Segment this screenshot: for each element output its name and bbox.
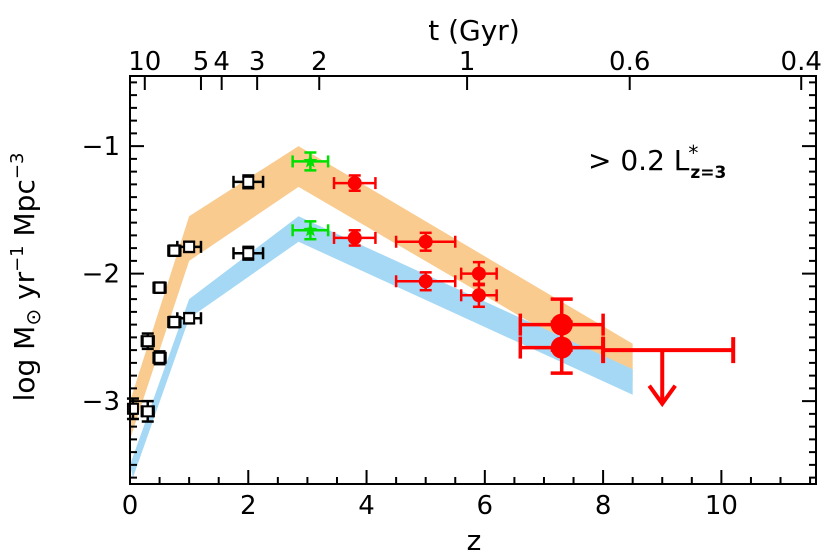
x-tick-label: 2: [240, 491, 257, 521]
data-point-circle: [347, 230, 362, 245]
y-axis-label: log M⊙ yr−1 Mpc−3: [7, 153, 45, 402]
y-axis-label-yr: yr: [8, 271, 41, 308]
annotation-sub: z=3: [690, 163, 726, 183]
plot-frame: [129, 75, 817, 485]
top-tick-label: 5: [193, 47, 210, 77]
data-point-circle: [418, 234, 433, 249]
data-point-circle: [347, 176, 362, 191]
y-axis-label-exp1: −1: [7, 245, 28, 272]
data-point-square: [242, 175, 255, 188]
top-tick-label: 0.4: [781, 47, 822, 77]
data-point-square: [183, 240, 196, 253]
top-tick-label: 10: [128, 47, 161, 77]
x-axis-ticks: 0 2 4 6 8 10: [122, 470, 812, 521]
y-axis-label-mpc: Mpc: [8, 179, 41, 245]
y-axis-label-main: log M: [8, 326, 41, 402]
data-point-circle: [550, 336, 573, 359]
upper-limit-arrow: [601, 337, 736, 408]
top-tick-label: 0.6: [609, 47, 650, 77]
data-point-square: [153, 351, 166, 364]
top-tick-label: 2: [311, 47, 328, 77]
y-axis-label-solar: ⊙: [21, 309, 45, 326]
y-axis-label-exp2: −3: [7, 153, 28, 180]
data-point-star: [303, 222, 318, 237]
y-tick-label: −1: [82, 132, 120, 162]
data-point-circle: [471, 288, 486, 303]
x-tick-label: 10: [705, 491, 738, 521]
y-tick-label: −3: [82, 387, 120, 417]
data-point-circle: [550, 313, 573, 336]
data-point-star: [303, 154, 318, 168]
limit-arrowhead: [647, 384, 677, 408]
top-tick-label: 1: [459, 47, 476, 77]
data-point-square: [141, 405, 154, 418]
y-axis-ticks: −1 −2 −3: [82, 81, 816, 479]
model-bands: [130, 146, 633, 478]
data-markers: [126, 154, 573, 418]
y-tick-label: −2: [82, 260, 120, 290]
x-tick-label: 4: [358, 491, 375, 521]
data-point-square: [168, 316, 181, 329]
data-point-circle: [471, 266, 486, 281]
model-band-0: [130, 146, 633, 440]
data-point-square: [153, 281, 166, 294]
annotation-star: *: [688, 141, 698, 165]
x-tick-label: 8: [595, 491, 612, 521]
x-axis-label: z: [467, 524, 482, 557]
luminosity-annotation: > 0.2 L*z=3: [588, 141, 726, 183]
data-point-square: [242, 247, 255, 260]
data-point-square: [141, 335, 154, 348]
top-tick-label: 4: [213, 47, 230, 77]
data-point-circle: [418, 274, 433, 289]
data-point-square: [168, 244, 181, 257]
top-tick-label: 3: [249, 47, 266, 77]
top-axis-label: t (Gyr): [428, 14, 520, 47]
annotation-main: > 0.2 L: [588, 144, 690, 177]
x-tick-label: 0: [122, 491, 139, 521]
x-tick-label: 6: [477, 491, 494, 521]
data-point-square: [183, 312, 196, 325]
